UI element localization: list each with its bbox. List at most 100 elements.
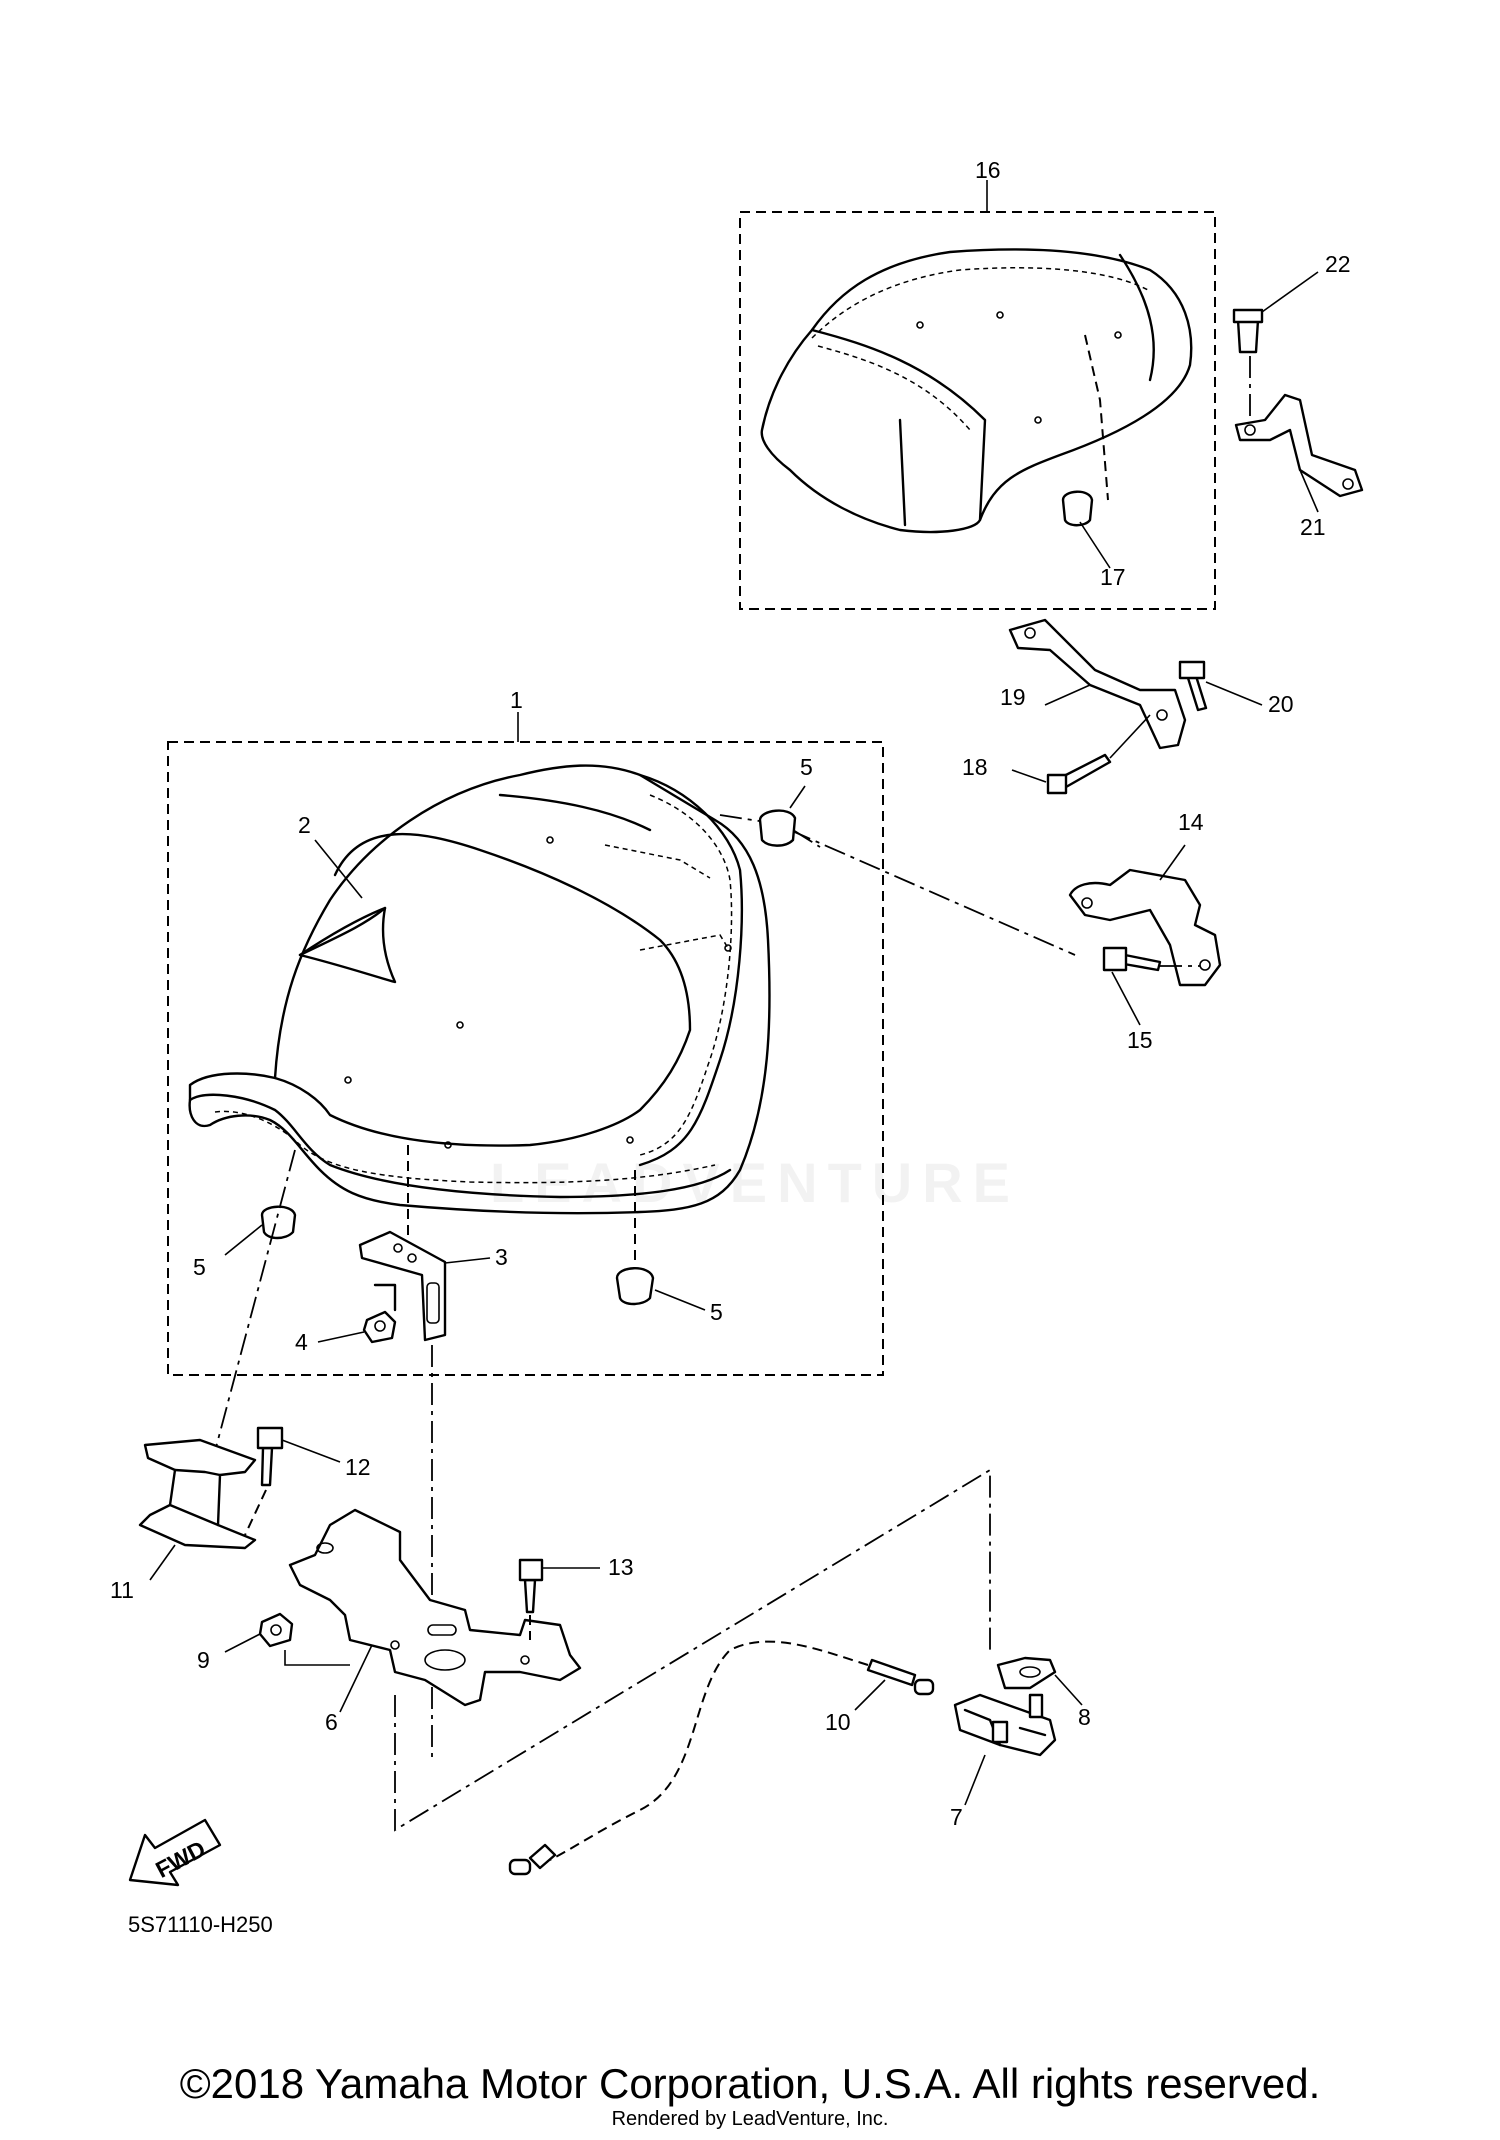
leader-22 [1261,271,1319,313]
base-plate-6 [288,1508,582,1707]
leader-7 [964,1754,986,1806]
rider-seat [188,764,771,1215]
pillion-seat-edge [898,418,907,527]
pillion-seat-hole [916,321,924,329]
rider-seat-rear-edge [498,793,652,832]
bolt-20-head [1178,660,1206,680]
callout-2: 2 [298,812,311,838]
leader-9 [224,1633,261,1653]
leader-5-left [224,1224,263,1256]
leader-18 [1011,769,1047,783]
callout-10: 10 [825,1709,851,1735]
fwd-arrow: FWD [128,1818,222,1887]
rider-seat-side-seam [639,794,733,1156]
damper-5-left [260,1205,297,1240]
leader-2 [314,839,363,899]
base-plate-hole-large [424,1649,466,1671]
leader-15 [1111,971,1141,1026]
bolt-12 [260,1446,274,1487]
callout-20: 20 [1268,691,1294,717]
damper-17 [1061,490,1094,527]
hook-11-detail [168,1468,222,1527]
callout-4: 4 [295,1329,308,1355]
stay-19-hole [1024,627,1036,639]
stay-19-hole [1156,709,1168,721]
rendered-by-notice: Rendered by LeadVenture, Inc. [611,2108,889,2130]
callout-5-bottom: 5 [710,1299,723,1325]
nut-4-hole [374,1320,386,1332]
copyright-notice: ©2018 Yamaha Motor Corporation, U.S.A. A… [179,2060,1321,2107]
lock-group [394,1468,1083,1876]
rider-seat-seam [214,1110,716,1184]
leader-12 [281,1439,341,1463]
bolt-15 [1122,953,1162,972]
front-link-line [789,829,1076,956]
cable-10-sleeve-2 [528,1843,557,1870]
rear-bracket-group [1232,271,1364,513]
leader-5-rear [789,785,806,809]
seat-grip-edge [298,906,387,957]
cable-10-end-2 [508,1858,532,1876]
rider-seat-lower [188,1093,732,1199]
bracket-14-hole [1199,959,1211,971]
cable-10 [549,1640,869,1861]
hook-11 [138,1438,257,1550]
nut-9 [258,1612,294,1648]
rider-seat-box [167,741,884,1376]
bracket-3-slot [426,1282,440,1324]
bracket-14 [1068,868,1222,987]
bracket-3-hole [407,1253,417,1263]
damper-5-bottom [615,1267,655,1306]
leader-6 [339,1644,373,1713]
callout-5-left: 5 [193,1254,206,1280]
nut-4 [362,1310,397,1344]
pillion-mount-line [1084,334,1109,501]
bracket-21-hole [1342,478,1354,490]
pillion-seat-seam-2 [817,345,971,431]
callout-17: 17 [1100,564,1126,590]
chain-seat-to-11 [209,1149,296,1471]
bracket-3-tab [373,1283,397,1312]
diagram-code: 5S71110-H250 [128,1912,273,1937]
pillion-seat-hole [1034,416,1042,424]
pillion-seat-step [810,328,987,522]
callout-15: 15 [1127,1027,1153,1053]
rider-seat-side [638,773,743,1167]
watermark: LEADVENTURE [490,1151,1021,1214]
bolt-12-axis [244,1489,267,1536]
pillion-seat-hole [1114,331,1122,339]
bracket-14-hole [1081,897,1093,909]
hook-group [138,1426,341,1581]
leader-10 [854,1679,886,1711]
leader-20 [1205,681,1263,706]
callout-19: 19 [1000,684,1026,710]
pillion-seat-box [739,211,1216,610]
lock-7-stud-2 [1028,1693,1044,1719]
base-plate-hole [390,1640,400,1650]
callout-7: 7 [950,1804,963,1830]
callout-6: 6 [325,1709,338,1735]
leader-3 [444,1257,491,1264]
rider-seat-hole [546,836,554,844]
nut-9-hole [270,1624,282,1636]
base-plate-slot [427,1624,457,1636]
callout-3: 3 [495,1244,508,1270]
rider-seat-hole [444,1141,452,1149]
callout-14: 14 [1178,809,1204,835]
seat-grip-2 [298,906,397,984]
rider-seat-hole [456,1021,464,1029]
cable-10-end [913,1678,935,1696]
bolt-22-head [1232,308,1264,324]
plate-8-slot [1019,1666,1041,1678]
bolt-22 [1236,318,1260,354]
leader-4 [317,1331,365,1343]
pillion-seat-hole [996,311,1004,319]
leader-14 [1159,844,1186,881]
bracket-21 [1234,393,1364,498]
callout-labels: 16 22 21 17 19 20 18 14 15 1 2 5 5 5 3 4… [110,157,1351,1830]
fwd-arrow-shape [128,1818,222,1887]
base-plate-hole [520,1655,530,1665]
pillion-seat-group [739,180,1216,610]
callout-22: 22 [1325,251,1351,277]
